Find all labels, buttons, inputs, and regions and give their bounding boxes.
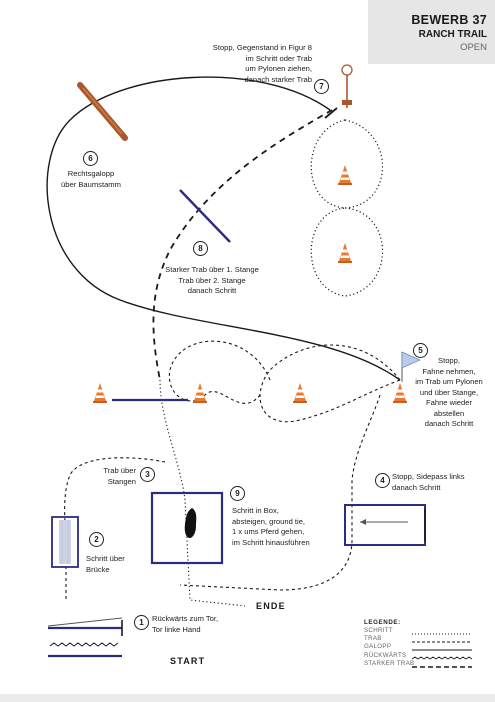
cone-upper-1 [338,165,352,185]
obstacle-number-8: 8 [193,241,208,256]
obstacle-number-2: 2 [89,532,104,547]
pole-eight [179,189,231,243]
end-label: ENDE [256,601,286,611]
figure-eight-walk-path [310,119,384,297]
legend-swatches [411,633,473,668]
event-header: BEWERB 37 RANCH TRAIL OPEN [368,0,495,64]
ground-tie-post [341,64,353,108]
flag-icon [401,351,421,382]
cone-upper-2 [338,243,352,263]
cone-lower-3 [293,383,307,403]
log-obstacle [77,82,128,141]
legend-item-extended-trot: STARKER TRAB [364,659,415,667]
page-footer [0,694,495,702]
cone-lower-2 [193,383,207,403]
obstacle-number-4: 4 [375,473,390,488]
back-up-zigzag [49,642,119,647]
obstacle-text-7: Stopp, Gegenstand in Figur 8 im Schritt … [212,43,312,84]
gallop-path [46,76,401,381]
cone-lower-1 [93,383,107,403]
obstacle-text-2: Schritt über Brücke [86,554,125,574]
obstacle-number-5: 5 [413,343,428,358]
sidepass-box [344,504,426,546]
obstacle-text-3: Trab über Stangen [103,466,136,486]
start-label: START [170,656,206,666]
obstacle-text-8: Starker Trab über 1. Stange Trab über 2.… [165,265,259,295]
obstacle-number-1: 1 [134,615,149,630]
obstacle-number-7: 7 [314,79,329,94]
legend: LEGENDE: SCHRITT TRAB GALOPP RÜCKWÄRTS S… [364,619,474,668]
walk-path-to-box [159,379,246,607]
obstacle-number-6: 6 [83,151,98,166]
event-division: OPEN [460,42,487,53]
gate [47,617,123,658]
legend-item-backup: RÜCKWÄRTS [364,651,407,659]
ground-tie-box [150,491,224,565]
obstacle-text-5: Stopp, Fahne nehmen, im Trab um Pylonen … [415,356,483,428]
strong-trot-path [152,109,333,381]
ground-poles [51,516,79,568]
obstacle-text-6: Rechtsgalopp über Baumstamm [61,169,121,189]
trot-return-path [179,394,381,591]
obstacle-number-9: 9 [230,486,245,501]
cone-loops-trot-path [168,340,401,423]
legend-title: LEGENDE: [364,619,401,626]
obstacle-text-9: Schritt in Box, absteigen, ground tie, 1… [232,506,310,547]
obstacle-text-4: Stopp, Sidepass links danach Schritt [392,472,465,492]
legend-item-trot: TRAB [364,635,382,643]
legend-item-walk: SCHRITT [364,627,393,634]
obstacle-text-1: Rückwärts zum Tor, Tor linke Hand [152,614,219,634]
event-subtitle: RANCH TRAIL [418,29,487,40]
obstacle-number-3: 3 [140,467,155,482]
legend-item-lope: GALOPP [364,643,392,651]
event-title: BEWERB 37 [411,13,487,27]
